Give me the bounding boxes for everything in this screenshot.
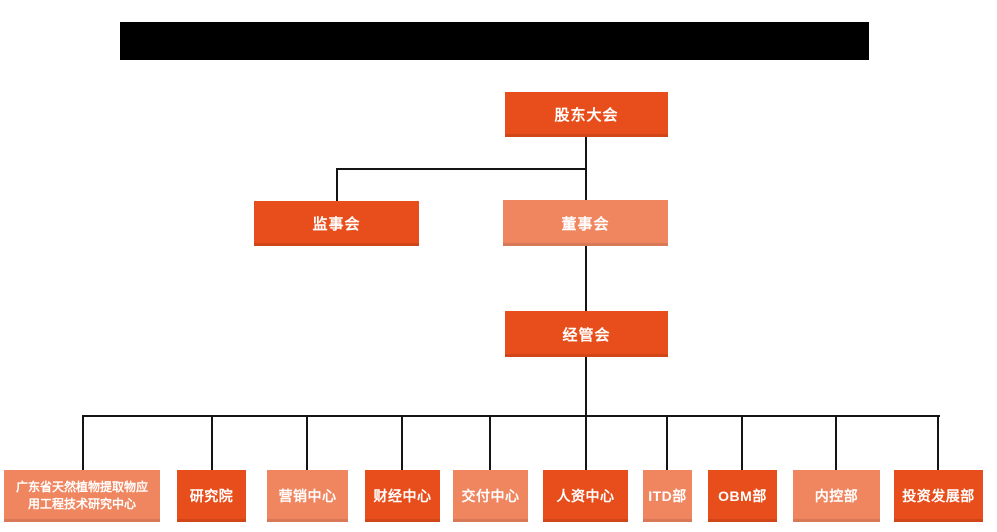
- org-node-dept-research-institute: 研究院: [177, 470, 246, 522]
- connector-line: [82, 415, 84, 470]
- org-node-label: ITD部: [648, 488, 687, 504]
- connector-line: [741, 415, 743, 470]
- connector-line: [489, 415, 491, 470]
- org-node-label: 财经中心: [373, 488, 432, 504]
- connector-line: [937, 415, 939, 470]
- org-node-label: 营销中心: [278, 488, 337, 504]
- org-node-dept-delivery-center: 交付中心: [453, 470, 528, 522]
- org-node-dept-marketing-center: 营销中心: [267, 470, 348, 522]
- org-node-label: 投资发展部: [902, 488, 975, 504]
- org-node-label: OBM部: [718, 488, 767, 504]
- org-node-label: 股东大会: [554, 107, 619, 124]
- connector-line: [666, 415, 668, 470]
- org-node-dept-investment-development: 投资发展部: [894, 470, 983, 522]
- org-node-shareholders-meeting: 股东大会: [505, 92, 668, 137]
- org-node-dept-finance-center: 财经中心: [365, 470, 440, 522]
- org-node-label: 董事会: [561, 215, 610, 233]
- org-node-dept-hr-center: 人资中心: [543, 470, 628, 522]
- org-node-label: 经管会: [562, 326, 611, 344]
- org-node-board-of-directors: 董事会: [503, 200, 668, 246]
- org-node-label: 广东省天然植物提取物应用工程技术研究中心: [15, 479, 148, 511]
- org-node-label: 人资中心: [556, 488, 615, 504]
- connector-line: [585, 415, 587, 470]
- org-node-dept-obm: OBM部: [708, 470, 777, 522]
- org-node-label: 监事会: [312, 216, 361, 233]
- connector-line: [211, 415, 213, 470]
- org-node-dept-guangdong-research-center: 广东省天然植物提取物应用工程技术研究中心: [4, 470, 160, 522]
- connector-line: [82, 415, 940, 417]
- org-node-label: 内控部: [814, 488, 859, 504]
- connector-line: [336, 168, 587, 170]
- connector-line: [835, 415, 837, 470]
- org-node-dept-itd: ITD部: [643, 470, 692, 522]
- connector-line: [585, 357, 587, 415]
- org-node-dept-internal-control: 内控部: [793, 470, 880, 522]
- org-node-supervisory-board: 监事会: [254, 201, 419, 246]
- connector-line: [585, 246, 587, 311]
- redacted-title-bar: [120, 22, 869, 60]
- org-node-label: 研究院: [189, 488, 234, 504]
- org-node-label: 交付中心: [461, 488, 520, 504]
- connector-line: [336, 168, 338, 201]
- connector-line: [401, 415, 403, 470]
- connector-line: [306, 415, 308, 470]
- org-node-management-committee: 经管会: [505, 311, 668, 357]
